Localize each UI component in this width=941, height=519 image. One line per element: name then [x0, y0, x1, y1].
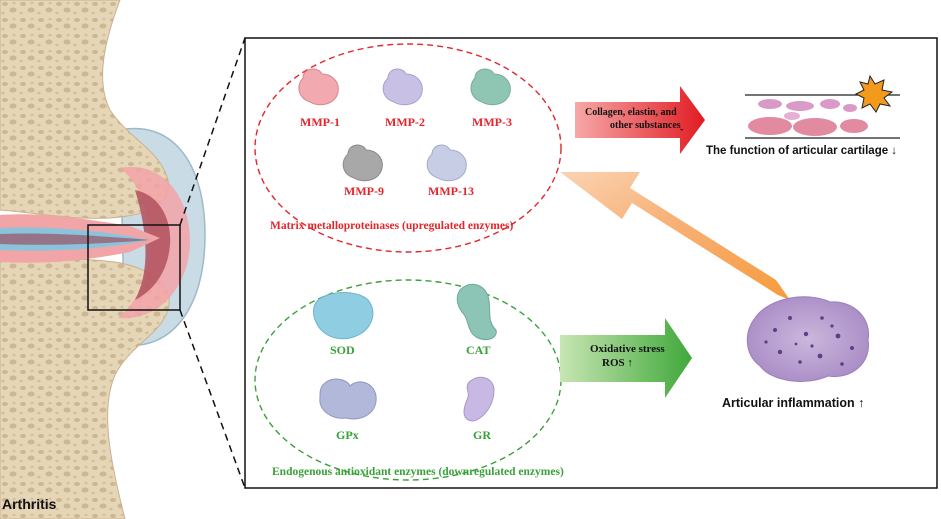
mmp1-shape: [298, 68, 339, 106]
damage-burst-icon: [854, 74, 894, 113]
red-arrow-line2: other substances: [610, 120, 681, 131]
mmp-caption: Matrix metalloproteinases (upregulated e…: [270, 220, 514, 232]
mmp13-shape: [426, 144, 467, 182]
inflammation-tissue: [746, 296, 870, 382]
red-arrow-line1: Collagen, elastin, and: [585, 107, 677, 118]
mmp3-label: MMP-3: [472, 115, 512, 129]
gpx-label: GPx: [336, 428, 359, 442]
green-arrow: [560, 318, 692, 398]
antioxidant-ellipse: [254, 279, 562, 481]
gpx-shape: [319, 378, 377, 420]
sod-label: SOD: [330, 343, 355, 357]
lower-bone: [0, 258, 170, 519]
mmp3-shape: [470, 68, 511, 106]
antioxidant-blobs: [313, 283, 497, 422]
mmp-blobs: [298, 68, 511, 182]
green-arrow-line1: Oxidative stress: [590, 343, 665, 355]
sod-shape: [313, 292, 374, 340]
mmp9-label: MMP-9: [344, 184, 384, 198]
mmp2-label: MMP-2: [385, 115, 425, 129]
joint-illustration: [0, 0, 246, 519]
cat-label: CAT: [466, 343, 491, 357]
zoom-box: [87, 224, 181, 311]
antioxidant-caption: Endogenous antioxidant enzymes (downregu…: [272, 466, 564, 478]
orange-arrow: [560, 172, 790, 300]
gr-shape: [463, 376, 495, 422]
mmp9-shape: [342, 144, 383, 182]
cartilage-illustration: [745, 74, 900, 139]
red-arrow-mark: ˬ: [680, 120, 684, 131]
mmp13-label: MMP-13: [428, 184, 474, 198]
inflammation-label: Articular inflammation ↑: [722, 396, 865, 410]
detail-panel: [244, 37, 938, 489]
mmp-ellipse: [254, 43, 562, 253]
gr-label: GR: [473, 428, 491, 442]
joint-label: Arthritis: [2, 496, 57, 512]
cat-shape: [456, 283, 497, 341]
cartilage-function-label: The function of articular cartilage ↓: [706, 145, 898, 157]
mmp1-label: MMP-1: [300, 115, 340, 129]
red-arrow: [575, 86, 705, 154]
mmp2-shape: [382, 68, 423, 106]
green-arrow-line2: ROS ↑: [602, 357, 633, 369]
